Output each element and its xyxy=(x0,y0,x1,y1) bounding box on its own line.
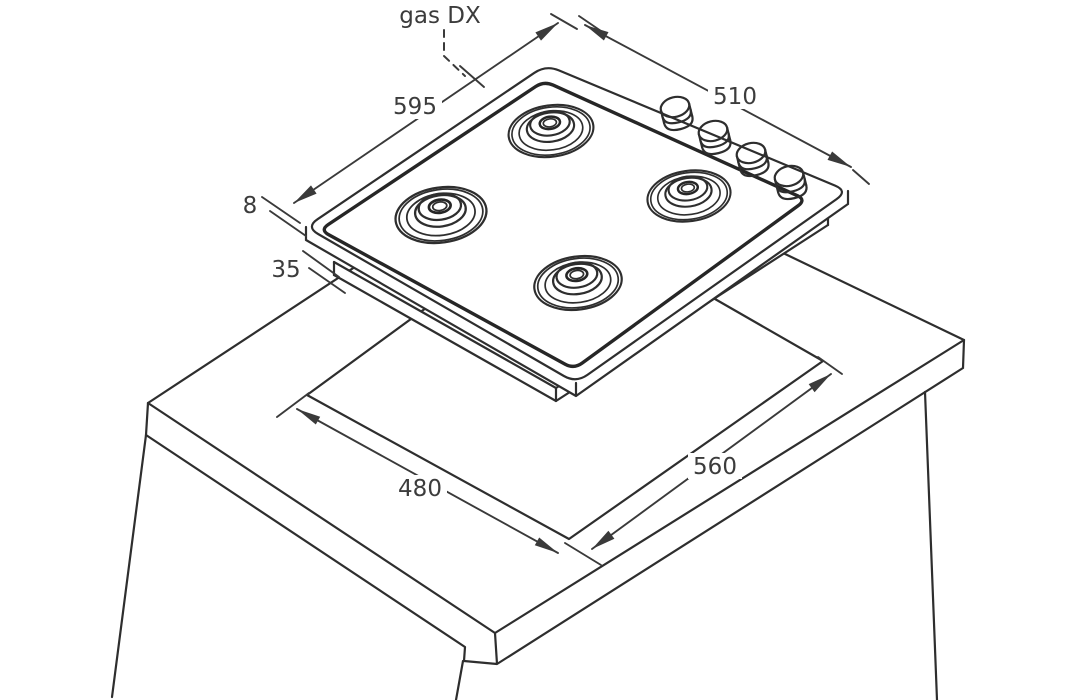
recess-depth-label: 35 xyxy=(271,257,300,283)
dimension-cutout-depth: 480 xyxy=(276,392,602,566)
hob-inner-panel xyxy=(322,81,804,369)
dimension-hob-width: 595 xyxy=(261,13,578,224)
gas-hob xyxy=(304,65,850,398)
cutout-width-label: 560 xyxy=(693,454,737,480)
cabinet-left-edge xyxy=(110,433,148,699)
cabinet-right-edge xyxy=(923,390,939,700)
cabinet-front-edge xyxy=(454,659,465,700)
hob-side-profile xyxy=(304,189,850,398)
dimension-hob-depth: 510 xyxy=(578,15,870,185)
hob-width-label: 595 xyxy=(393,94,437,120)
gas-leader-line xyxy=(443,29,466,77)
profile-height-label: 8 xyxy=(243,193,258,219)
dimension-cutout-width: 560 xyxy=(591,356,843,550)
dimension-profile-height: 8 xyxy=(243,193,307,237)
gas-label: gas DX xyxy=(399,3,481,29)
hob-depth-label: 510 xyxy=(713,84,757,110)
gas-connection-callout: gas DX xyxy=(399,3,485,88)
worktop-edge-band xyxy=(144,338,966,666)
hob-outer-rim xyxy=(310,67,844,381)
dimension-recess-depth: 35 xyxy=(271,250,346,294)
cutout-depth-label: 480 xyxy=(398,476,442,502)
